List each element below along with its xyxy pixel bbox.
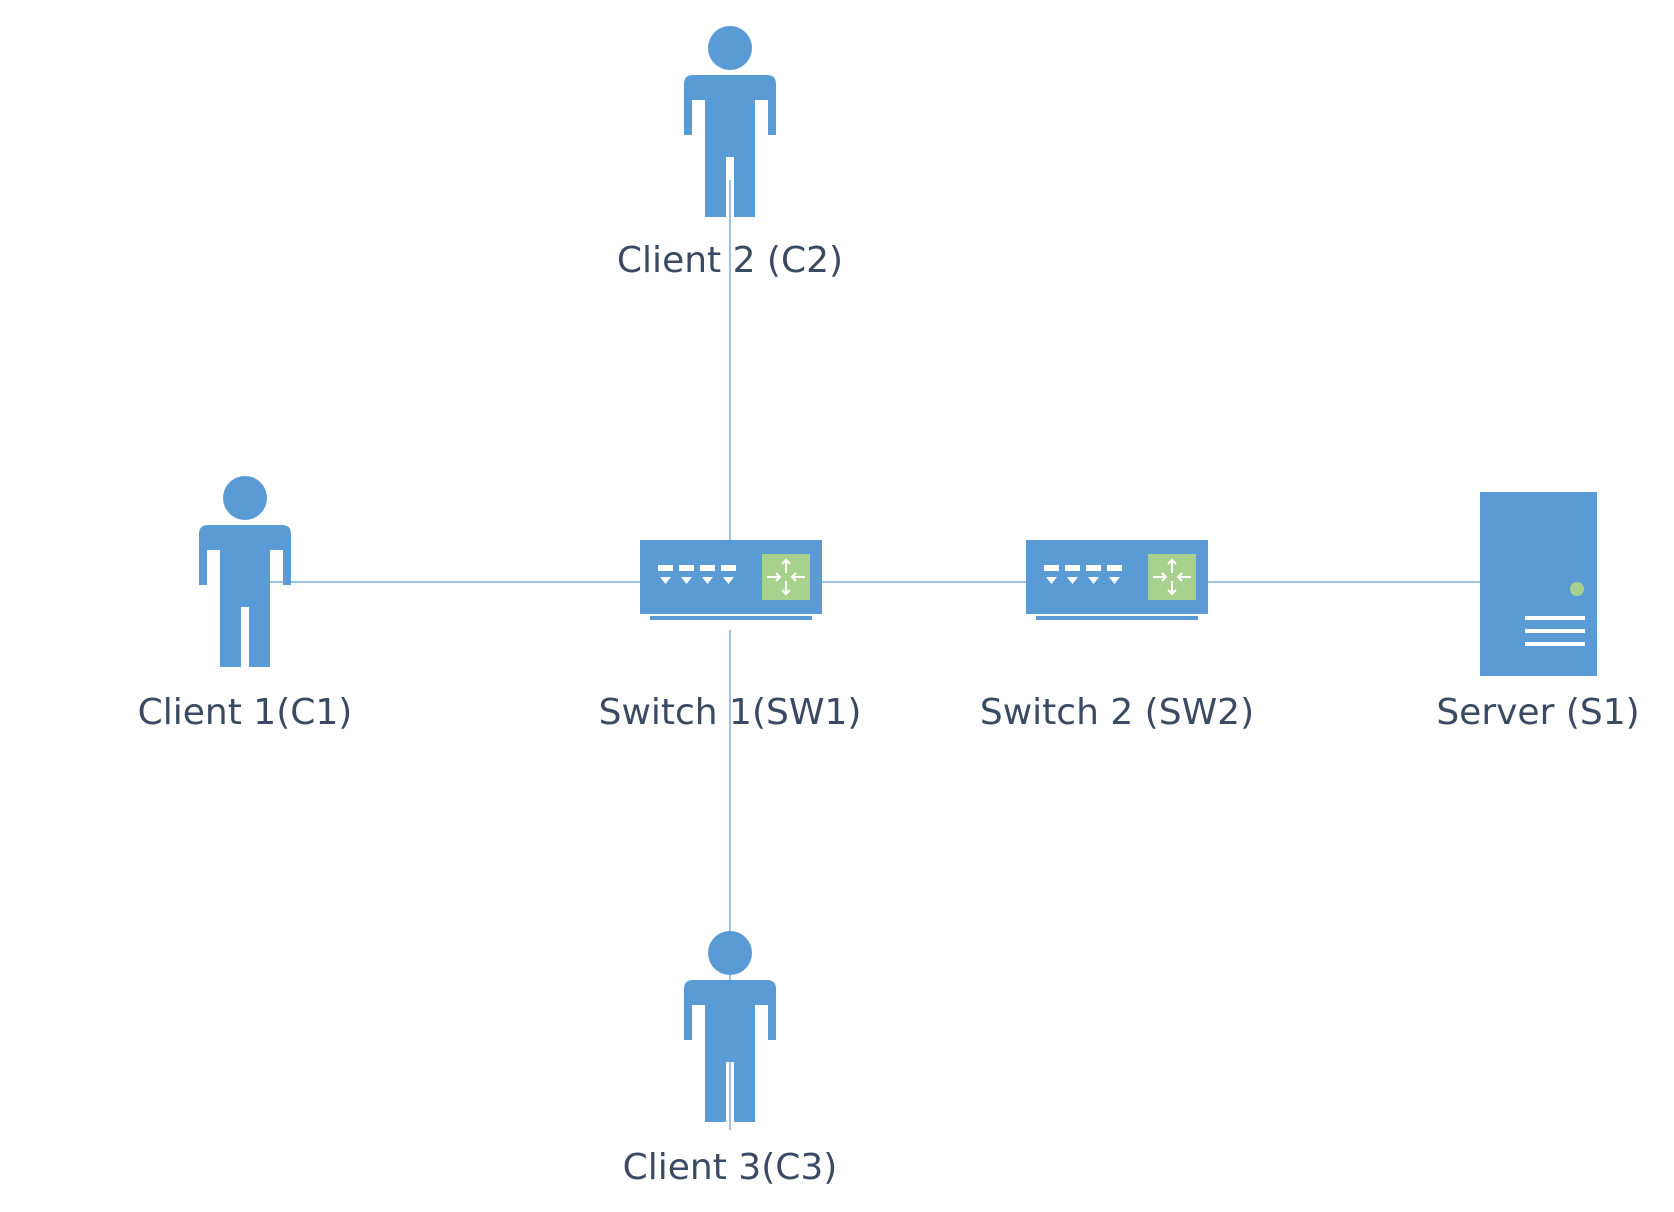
person-icon <box>199 476 291 667</box>
links <box>245 180 1530 1130</box>
client-1-label: Client 1(C1) <box>137 692 353 733</box>
switch-icon <box>640 540 822 620</box>
switch-1-node[interactable] <box>640 540 822 620</box>
server-node[interactable] <box>1480 492 1597 676</box>
switch-2-node[interactable] <box>1026 540 1208 620</box>
switch-1-label: Switch 1(SW1) <box>598 692 862 733</box>
switch-2-label: Switch 2 (SW2) <box>979 692 1255 733</box>
client-1-node[interactable] <box>199 476 291 667</box>
server-icon <box>1480 492 1597 676</box>
client-2-label: Client 2 (C2) <box>616 240 844 281</box>
server-label: Server (S1) <box>1436 692 1640 733</box>
client-3-label: Client 3(C3) <box>622 1147 838 1188</box>
switch-icon <box>1026 540 1208 620</box>
